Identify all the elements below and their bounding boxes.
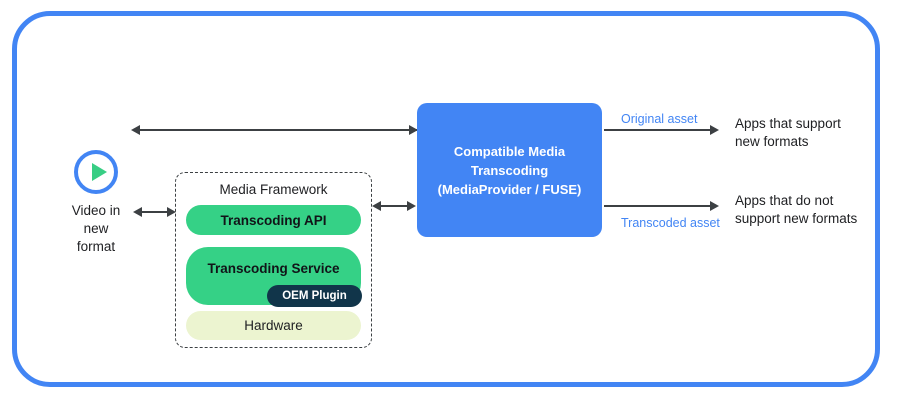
arrow-video-to-core-line xyxy=(140,129,418,131)
transcoding-api-block: Transcoding API xyxy=(186,205,361,235)
arrow-transcoded-asset-head xyxy=(710,200,719,211)
original-asset-label: Original asset xyxy=(621,112,698,126)
arrow-framework-to-core-head-right xyxy=(407,200,416,211)
transcoded-asset-label: Transcoded asset xyxy=(621,216,720,230)
arrow-framework-to-core-head-left xyxy=(372,200,381,211)
arrow-video-to-framework-head-right xyxy=(167,206,176,217)
arrow-video-to-core-head-left xyxy=(131,124,140,135)
apps-support-new-formats-label: Apps that support new formats xyxy=(735,116,841,149)
arrow-video-to-framework-head-left xyxy=(133,206,142,217)
arrow-framework-to-core-line xyxy=(378,205,412,207)
transcoding-service-label: Transcoding Service xyxy=(207,261,340,276)
video-source-label: Video in new format xyxy=(71,203,121,254)
media-framework-box xyxy=(175,172,372,348)
oem-plugin-badge: OEM Plugin xyxy=(267,285,362,307)
media-framework-title: Media Framework xyxy=(219,182,328,197)
arrow-transcoded-asset-line xyxy=(604,205,714,207)
compatible-media-transcoding-box: Compatible Media Transcoding (MediaProvi… xyxy=(417,103,602,237)
arrow-video-to-framework-line xyxy=(141,211,171,213)
arrow-original-asset-head xyxy=(710,124,719,135)
hardware-block: Hardware xyxy=(186,311,361,340)
play-circle-icon xyxy=(74,150,118,194)
arrow-original-asset-line xyxy=(604,129,714,131)
arrow-video-to-core-head-right xyxy=(409,124,418,135)
play-triangle-icon xyxy=(92,163,107,181)
apps-no-support-new-formats-label: Apps that do not support new formats xyxy=(735,193,858,226)
